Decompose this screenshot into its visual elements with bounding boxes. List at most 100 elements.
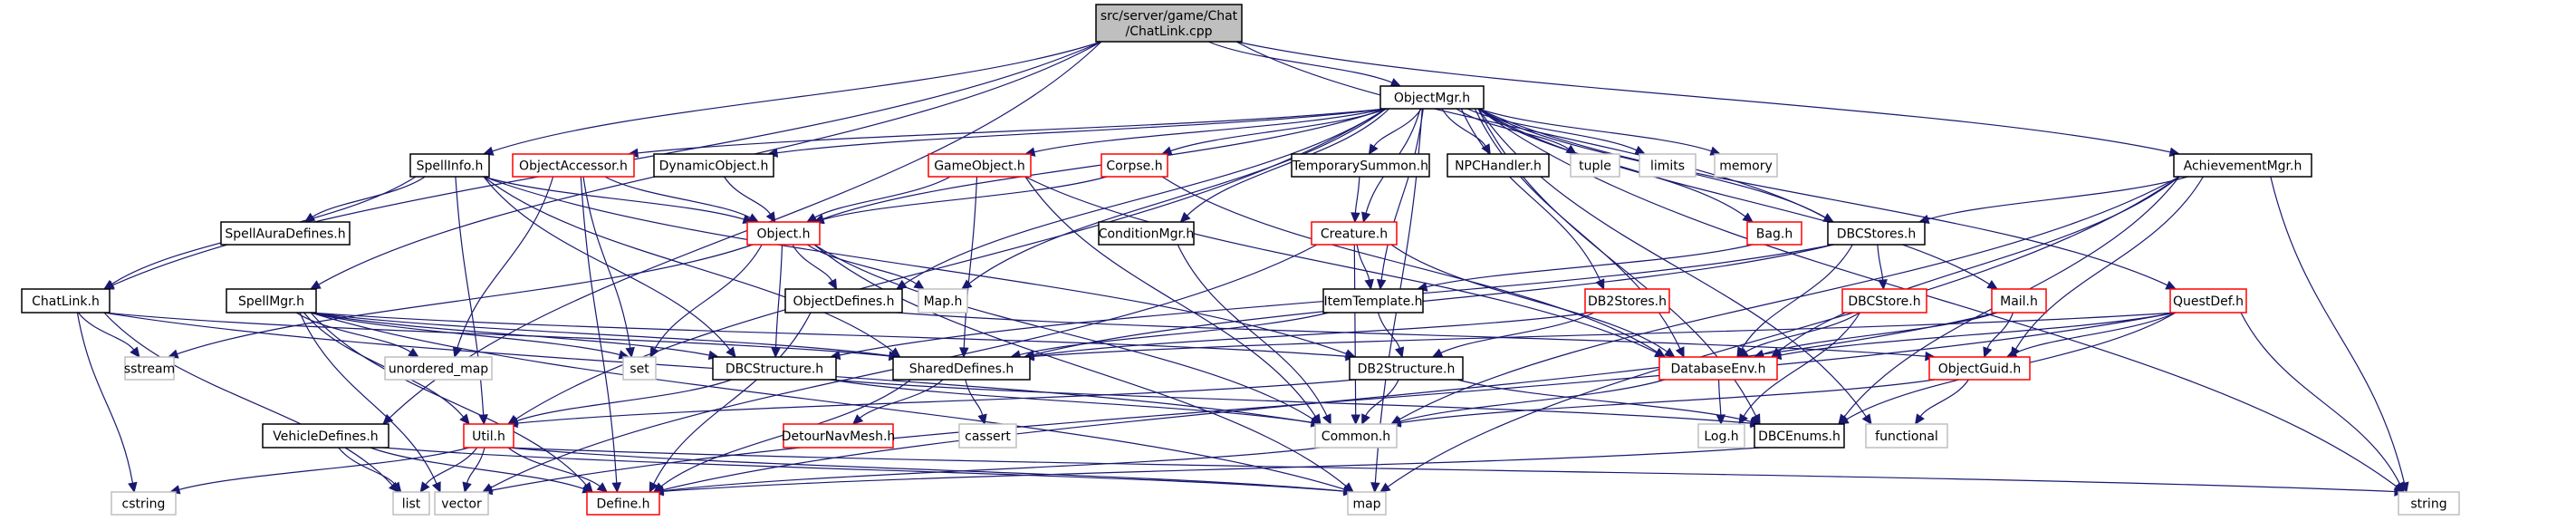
edge-line xyxy=(338,447,396,486)
edge-line xyxy=(310,312,710,356)
node-temporarysummon-h[interactable]: TemporarySummon.h xyxy=(1291,153,1430,178)
node-db2structure-h[interactable]: DB2Structure.h xyxy=(1349,356,1464,381)
node-label: GameObject.h xyxy=(934,159,1025,174)
node-map-h: Map.h xyxy=(918,288,968,314)
edge-line xyxy=(1399,379,1936,424)
node-object-h[interactable]: Object.h xyxy=(746,221,821,246)
node-label: VehicleDefines.h xyxy=(273,429,378,444)
node-label: DBCStores.h xyxy=(1837,227,1917,242)
node-box xyxy=(2173,153,2312,178)
edge-line xyxy=(822,176,1108,220)
node-tuple: tuple xyxy=(1570,153,1620,178)
edge-creature-to-databaseenv xyxy=(1390,244,1676,358)
node-spellmgr-h[interactable]: SpellMgr.h xyxy=(226,288,317,314)
edge-line xyxy=(457,176,554,349)
edge-line xyxy=(807,244,918,285)
node-dbcstructure-h[interactable]: DBCStructure.h xyxy=(712,356,837,381)
node-util-h[interactable]: Util.h xyxy=(463,423,514,449)
node-gameobject-h[interactable]: GameObject.h xyxy=(928,153,1032,178)
node-db2stores-h[interactable]: DB2Stores.h xyxy=(1584,288,1670,314)
arrowhead-icon xyxy=(747,213,760,223)
node-label: Map.h xyxy=(924,294,963,309)
node-corpse-h[interactable]: Corpse.h xyxy=(1101,153,1168,178)
edge-line xyxy=(1019,312,1330,356)
arrowhead-icon xyxy=(382,413,394,425)
edge-util-to-vector xyxy=(462,447,485,494)
node-functional: functional xyxy=(1865,423,1948,449)
node-achievementmgr-h[interactable]: AchievementMgr.h xyxy=(2173,153,2312,178)
arrowhead-icon xyxy=(459,413,470,425)
arrowhead-icon xyxy=(462,481,472,494)
node-dbcstores-h[interactable]: DBCStores.h xyxy=(1827,221,1926,246)
arrowhead-icon xyxy=(1395,346,1405,359)
edge-achievementmgr-to-map xyxy=(1379,176,2180,493)
edge-line xyxy=(1780,312,2177,356)
node-label: Util.h xyxy=(472,429,505,444)
node-shareddefines-h[interactable]: SharedDefines.h xyxy=(892,356,1031,381)
node-label: QuestDef.h xyxy=(2173,294,2244,309)
node-label: DBCStore.h xyxy=(1848,294,1920,309)
node-spellauradefines-h[interactable]: SpellAuraDefines.h xyxy=(220,221,351,246)
node-objectdefines-h[interactable]: ObjectDefines.h xyxy=(784,288,903,314)
edge-objectaccessor-to-set xyxy=(582,176,635,359)
node-box xyxy=(783,423,894,449)
edge-db2structure-to-common xyxy=(1361,379,1399,426)
edge-line xyxy=(103,312,1312,423)
arrowhead-icon xyxy=(1431,348,1444,358)
node-bag-h[interactable]: Bag.h xyxy=(1746,221,1802,246)
edge-line xyxy=(1456,379,1752,423)
node-dbcenums-h[interactable]: DBCEnums.h xyxy=(1754,423,1845,449)
arrowhead-icon xyxy=(765,211,776,224)
node-src-server-game-chat-chatlink-cpp[interactable]: src/server/game/Chat/ChatLink.cpp xyxy=(1095,4,1243,43)
edge-line xyxy=(1033,108,1387,153)
node-objectmgr-h[interactable]: ObjectMgr.h xyxy=(1379,85,1485,110)
node-itemtemplate-h[interactable]: ItemTemplate.h xyxy=(1322,288,1424,314)
node-label: SharedDefines.h xyxy=(909,362,1014,377)
node-label: Creature.h xyxy=(1321,227,1388,242)
edge-line xyxy=(177,244,754,355)
node-dbcstore-h[interactable]: DBCStore.h xyxy=(1841,288,1927,314)
node-mail-h[interactable]: Mail.h xyxy=(1991,288,2047,314)
node-detournavmesh-h[interactable]: DetourNavMesh.h xyxy=(782,423,896,449)
node-label: list xyxy=(402,497,421,512)
edge-line xyxy=(637,108,1387,154)
node-dynamicobject-h[interactable]: DynamicObject.h xyxy=(653,153,774,178)
node-box xyxy=(784,288,903,314)
edge-line xyxy=(1477,108,1990,285)
edge-line xyxy=(507,447,601,487)
arrowhead-icon xyxy=(726,346,736,358)
node-box xyxy=(1098,221,1195,246)
edges-layer xyxy=(76,41,2409,497)
node-npchandler-h[interactable]: NPCHandler.h xyxy=(1447,153,1550,178)
node-spellinfo-h[interactable]: SpellInfo.h xyxy=(409,153,490,178)
node-label: DBCEnums.h xyxy=(1758,429,1841,444)
node-questdef-h[interactable]: QuestDef.h xyxy=(2169,288,2247,314)
node-label: NPCHandler.h xyxy=(1455,159,1542,174)
edge-objectmgr-to-dynamicobject xyxy=(766,108,1387,158)
edge-chatlink-to-cstring xyxy=(76,312,138,494)
node-box xyxy=(463,423,514,449)
node-chatlink-h[interactable]: ChatLink.h xyxy=(21,288,111,314)
node-define-h[interactable]: Define.h xyxy=(586,491,660,516)
edge-line xyxy=(830,379,1312,423)
node-label: cassert xyxy=(965,429,1011,444)
edge-line xyxy=(77,312,135,351)
node-databaseenv-h[interactable]: DatabaseEnv.h xyxy=(1658,356,1778,381)
node-label: DatabaseEnv.h xyxy=(1670,362,1765,377)
node-objectguid-h[interactable]: ObjectGuid.h xyxy=(1928,356,2031,381)
edge-line xyxy=(1024,176,1658,354)
edge-line xyxy=(830,379,1752,424)
edge-chatlink-to-sstream xyxy=(77,312,140,358)
node-objectaccessor-h[interactable]: ObjectAccessor.h xyxy=(512,153,635,178)
node-box xyxy=(1865,423,1948,449)
node-unordered-map: unordered_map xyxy=(384,356,493,381)
arrowhead-icon xyxy=(1771,347,1783,358)
edge-line xyxy=(1187,108,1390,217)
node-set: set xyxy=(622,356,657,381)
edge-line xyxy=(1033,312,1591,357)
node-vehicledefines-h[interactable]: VehicleDefines.h xyxy=(262,423,389,449)
arrowhead-icon xyxy=(1675,346,1685,359)
node-creature-h[interactable]: Creature.h xyxy=(1311,221,1398,246)
arrowhead-icon xyxy=(309,280,322,290)
node-conditionmgr-h[interactable]: ConditionMgr.h xyxy=(1098,221,1195,246)
